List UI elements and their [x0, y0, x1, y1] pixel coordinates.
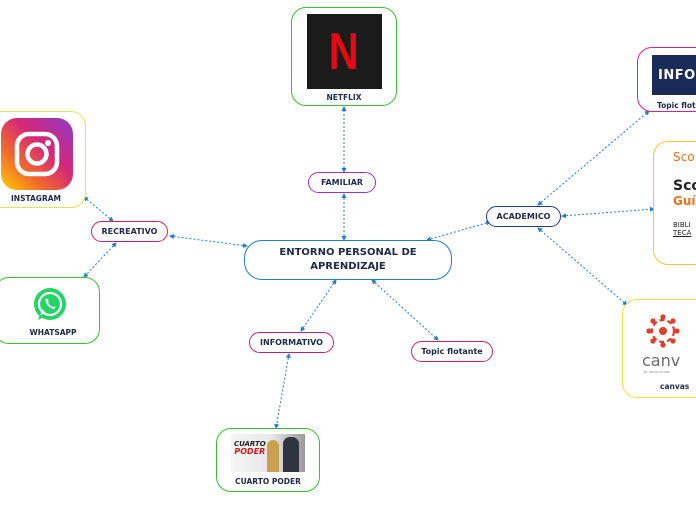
canvas-logo-text: canv — [642, 351, 681, 370]
floating-topic[interactable]: Topic flotante — [411, 341, 493, 362]
scopus-card[interactable]: Sco Sco Guí BIBLI TECA — [653, 141, 696, 265]
branch-informativo[interactable]: INFORMATIVO — [249, 332, 334, 353]
host-figure-2 — [283, 437, 299, 472]
canvas-label: canvas — [660, 382, 690, 391]
scopus-small-text-2: TECA — [673, 229, 692, 237]
link-academico-infos — [537, 110, 650, 206]
link-academico-canvas — [537, 227, 628, 306]
cuarto-poder-label: CUARTO PODER — [235, 477, 301, 486]
instagram-icon — [1, 118, 73, 190]
link-informativo-cuarto — [274, 353, 291, 429]
link-recreativo-whatsapp — [83, 242, 117, 278]
netflix-card[interactable]: N NETFLIX — [291, 7, 397, 106]
link-academico-scopus — [561, 206, 655, 219]
host-figure-1 — [267, 440, 279, 472]
netflix-logo: N — [306, 14, 382, 89]
scopus-small-text-1: BIBLI — [673, 221, 691, 229]
branch-recreativo[interactable]: RECREATIVO — [91, 221, 168, 242]
canvas-logo-icon — [646, 314, 680, 348]
camera-outline-icon — [14, 131, 60, 177]
netflix-label: NETFLIX — [326, 93, 362, 102]
whatsapp-label: WHATSAPP — [29, 328, 77, 337]
cuarto-poder-logo-line2: PODER — [234, 447, 266, 456]
link-central-recreativo — [169, 234, 248, 248]
instagram-card[interactable]: INSTAGRAM — [0, 111, 86, 208]
scopus-main-text: Sco — [673, 178, 696, 194]
canvas-card[interactable]: canv BY INSTRUCTURE canvas — [622, 299, 696, 398]
link-central-informativo — [300, 279, 337, 332]
whatsapp-card[interactable]: WHATSAPP — [0, 277, 100, 344]
branch-familiar[interactable]: FAMILIAR — [308, 172, 376, 193]
canvas-logo-subtext: BY INSTRUCTURE — [644, 370, 670, 374]
cuarto-poder-image: CUARTO PODER — [231, 434, 305, 472]
scopus-sub-text: Guí — [673, 194, 696, 208]
branch-academico[interactable]: ACADEMICO — [486, 206, 561, 227]
link-central-academico — [426, 220, 491, 242]
link-central-topic — [371, 279, 439, 341]
cuarto-poder-card[interactable]: CUARTO PODER CUARTO PODER — [216, 428, 320, 492]
infos-logo: INFOS — [652, 55, 696, 95]
instagram-label: INSTAGRAM — [11, 194, 62, 203]
link-recreativo-instagram — [83, 196, 114, 222]
cuarto-poder-logo-line1: CUARTO — [234, 440, 266, 448]
whatsapp-icon — [34, 288, 66, 320]
scopus-top-text: Sco — [673, 150, 695, 164]
infos-card[interactable]: INFOS Topic flot — [637, 47, 696, 112]
central-topic[interactable]: ENTORNO PERSONAL DE APRENDIZAJE — [244, 240, 452, 280]
infos-label: Topic flot — [657, 101, 696, 110]
infos-logo-text: INFOS — [658, 67, 696, 83]
netflix-logo-text: N — [328, 22, 360, 81]
